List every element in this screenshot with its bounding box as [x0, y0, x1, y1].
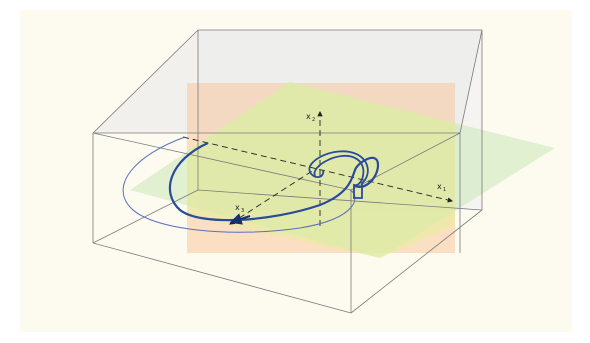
box-edge — [92, 189, 199, 244]
x2-label-main: x — [306, 112, 311, 121]
axes — [182, 110, 454, 226]
x2-axis-label: x 2 — [306, 112, 315, 123]
central-knot — [308, 150, 369, 199]
x3-label-sub: 3 — [241, 208, 244, 214]
x3-axis-line — [229, 165, 321, 225]
trajectory-arrowhead — [229, 213, 251, 225]
box-edge — [350, 209, 483, 314]
x1-axis-label: x 1 — [437, 182, 446, 193]
x1-axis-line — [182, 136, 454, 203]
box-wireframe — [92, 29, 483, 314]
box-edge — [459, 29, 483, 134]
inner-spiral-arc — [168, 141, 380, 222]
x3-axis-label: x 3 — [235, 203, 244, 214]
box-edge — [92, 29, 199, 134]
box-edge — [197, 189, 483, 211]
x1-label-sub: 1 — [443, 187, 446, 193]
x1-label-main: x — [437, 182, 442, 191]
x2-label-sub: 2 — [312, 117, 315, 123]
box-edge — [350, 132, 461, 191]
x3-label-main: x — [235, 203, 240, 212]
outer-spiral-arc — [122, 136, 356, 233]
box-edge — [92, 242, 352, 314]
box-edge — [92, 132, 352, 191]
